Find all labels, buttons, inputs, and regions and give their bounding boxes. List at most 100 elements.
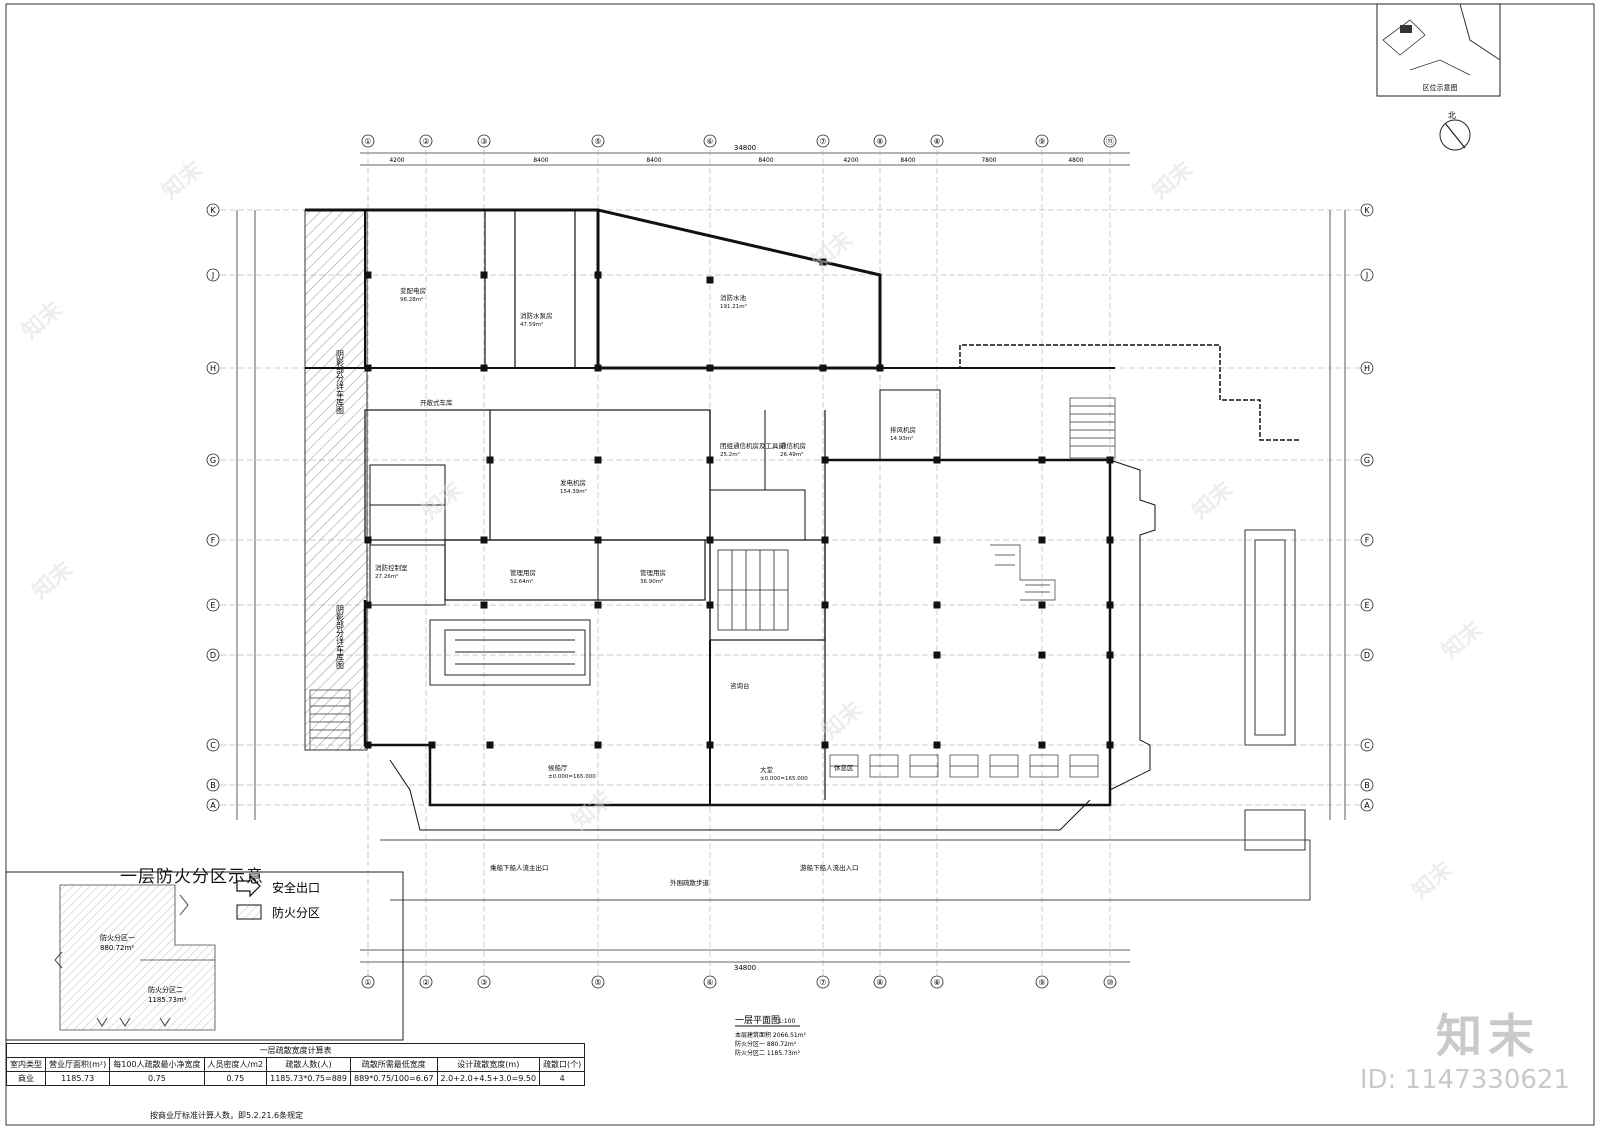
column — [706, 741, 714, 749]
grid-bubble-right: F — [1365, 536, 1370, 545]
dimension-label: 4200 — [389, 157, 404, 164]
room-area: 25.2m² — [720, 451, 740, 458]
grid-bubble-bottom: ① — [364, 978, 371, 987]
column — [1106, 536, 1114, 544]
calc-table-cell: 0.75 — [109, 1071, 205, 1086]
north-arrow-icon: 北 — [1439, 111, 1471, 151]
calc-table-title: 一层疏散宽度计算表 — [5, 1043, 586, 1058]
watermark-mark: 知末 — [1437, 616, 1488, 665]
dimension-lines — [236, 152, 1346, 963]
grid-bubble-top: ⑦ — [819, 137, 826, 146]
note-walkway: 外围疏散步道 — [670, 878, 710, 887]
evacuation-calc-table: 一层疏散宽度计算表 室内类型营业厅面积(m²)每100人疏散最小净宽度人员密度人… — [5, 1043, 586, 1086]
column — [821, 456, 829, 464]
calc-table-cell: 2.0+2.0+4.5+3.0=9.50 — [436, 1071, 541, 1086]
grid-bubble-top: ③ — [480, 137, 487, 146]
column — [933, 741, 941, 749]
room-area: 191.21m² — [720, 303, 747, 310]
column — [486, 456, 494, 464]
room-area: ±0.000=165.000 — [760, 776, 808, 782]
calc-table-cell: 商业 — [6, 1071, 46, 1086]
grid-bubble-top: ② — [422, 137, 429, 146]
column — [706, 456, 714, 464]
room-name: 变配电房 — [400, 286, 426, 295]
dimension-label: 8400 — [900, 157, 915, 164]
room-name: 管理用房 — [640, 568, 666, 577]
room-name: 休息区 — [834, 763, 854, 772]
room-area: 154.39m² — [560, 488, 587, 495]
grid-bubble-right: C — [1364, 741, 1370, 750]
north-label: 北 — [1448, 111, 1456, 120]
dimension-label: 8400 — [533, 157, 548, 164]
parking-hatch-area — [304, 209, 368, 751]
grid-bubble-right: E — [1364, 601, 1369, 610]
legend-exit-label: 安全出口 — [272, 880, 320, 895]
column — [1038, 651, 1046, 659]
grid-bubble-left: B — [210, 781, 216, 790]
column — [706, 536, 714, 544]
column — [486, 741, 494, 749]
grid-bubble-right: H — [1364, 364, 1370, 373]
area-notes: 本层建筑面积 2066.51m² 防火分区一 880.72m² 防火分区二 11… — [735, 1031, 807, 1057]
column — [480, 364, 488, 372]
room-area: 96.28m² — [400, 296, 423, 303]
column — [364, 271, 372, 279]
column — [1106, 456, 1114, 464]
area-note-total: 本层建筑面积 2066.51m² — [735, 1031, 807, 1039]
grid-bubble-right: A — [1364, 801, 1370, 810]
grid-bubble-top: ⑧ — [933, 137, 940, 146]
exit-arrow-icon — [236, 874, 261, 898]
grid-bubble-left: A — [210, 801, 216, 810]
sheet-border — [5, 3, 1595, 1126]
grid-bubble-left: G — [210, 456, 216, 465]
column — [594, 271, 602, 279]
exterior-features — [1244, 529, 1306, 851]
grid-bubble-left: E — [210, 601, 215, 610]
area-note-zone1: 防火分区一 880.72m² — [735, 1040, 797, 1048]
column — [428, 741, 436, 749]
room-area: 52.64m² — [510, 578, 533, 585]
parking-label-1: 阴影部分详车库图 — [336, 350, 345, 415]
overall-dimension-top: 34800 — [734, 144, 756, 152]
grid-bubble-top: ⑪ — [1106, 137, 1114, 146]
grid-bubble-bottom: ⑧ — [876, 978, 883, 987]
room-name: 大堂 — [760, 765, 774, 774]
column — [933, 456, 941, 464]
fire-division-title: 一层防火分区示意 — [120, 867, 264, 887]
column — [821, 536, 829, 544]
column — [594, 364, 602, 372]
room-labels: 变配电房96.28m²消防水泵房47.59m²消防水池191.21m²开敞式车库… — [375, 286, 916, 782]
building-walls — [305, 208, 1311, 901]
location-map: 区位示意图 — [1376, 3, 1501, 97]
room-area: 36.90m² — [640, 578, 663, 585]
column — [1038, 456, 1046, 464]
column — [819, 258, 827, 266]
column — [1106, 651, 1114, 659]
watermark-brand: 知末 — [1436, 1009, 1540, 1063]
grid-bubble-right: D — [1364, 651, 1370, 660]
dimension-label: 4200 — [843, 157, 858, 164]
grid-bubble-right: B — [1364, 781, 1370, 790]
grid-bubble-bottom: ⑩ — [1106, 978, 1113, 987]
ramp — [429, 619, 591, 686]
grid-bubble-bottom: ② — [422, 978, 429, 987]
column — [364, 364, 372, 372]
column — [1038, 601, 1046, 609]
calc-table-header-cell: 疏散所需最低宽度 — [349, 1057, 438, 1072]
dimension-label: 4800 — [1068, 157, 1083, 164]
calc-table-header-cell: 营业厅面积(m²) — [44, 1057, 111, 1072]
calc-table-cell: 889*0.75/100=6.67 — [349, 1071, 438, 1086]
grid-bubble-right: J — [1365, 271, 1368, 280]
column — [480, 601, 488, 609]
column — [933, 651, 941, 659]
room-name: 咨询台 — [730, 681, 750, 690]
note-exit-secondary: 游船下船人流出入口 — [800, 863, 859, 872]
grid-bubble-top: ⑨ — [1038, 137, 1045, 146]
calc-table-header-cell: 每100人疏散最小净宽度 — [109, 1057, 205, 1072]
watermark-mark: 知末 — [567, 786, 618, 835]
hatch-swatch-icon — [236, 904, 262, 920]
top-right-stair — [1069, 397, 1116, 459]
